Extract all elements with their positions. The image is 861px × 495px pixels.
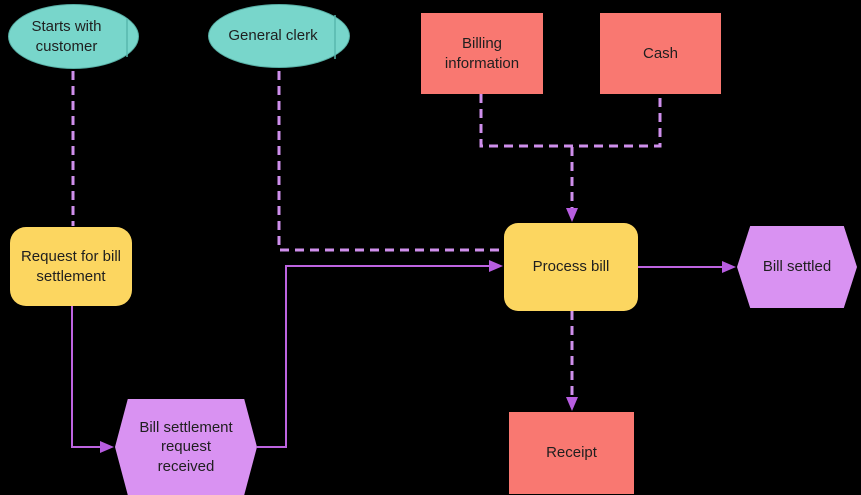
ellipse-inner-line bbox=[334, 15, 336, 59]
node-label: Starts with customer bbox=[31, 18, 102, 55]
edge-request-to-bill-settlement-request-received bbox=[71, 306, 114, 453]
node-label: Receipt bbox=[546, 444, 597, 462]
edge-billing-information-and-cash-join bbox=[479, 94, 662, 148]
node-receipt: Receipt bbox=[509, 412, 634, 494]
node-label: General clerk bbox=[228, 27, 318, 45]
node-billing-information: Billing information bbox=[421, 13, 543, 94]
node-label: Request for bill settlement bbox=[20, 248, 122, 285]
node-process-bill: Process bill bbox=[504, 223, 638, 311]
node-cash: Cash bbox=[600, 13, 721, 94]
node-label: Process bill bbox=[532, 258, 610, 276]
node-bill-settled: Bill settled bbox=[737, 226, 857, 308]
node-label: Cash bbox=[642, 44, 679, 62]
node-general-clerk: General clerk bbox=[208, 4, 350, 68]
node-label: Bill settled bbox=[762, 258, 832, 276]
node-request-for-bill-settlement: Request for bill settlement bbox=[10, 227, 132, 306]
node-bill-settlement-request-received: Bill settlement request received bbox=[115, 399, 257, 495]
node-starts-with-customer: Starts with customer bbox=[8, 4, 139, 69]
edge-general-clerk-to-process-bill bbox=[277, 71, 502, 252]
ellipse-inner-line bbox=[126, 19, 128, 57]
edge-bill-settlement-request-received-to-process-bill bbox=[257, 260, 503, 448]
node-label: Billing information bbox=[444, 35, 520, 72]
node-label: Bill settlement request received bbox=[139, 418, 233, 475]
